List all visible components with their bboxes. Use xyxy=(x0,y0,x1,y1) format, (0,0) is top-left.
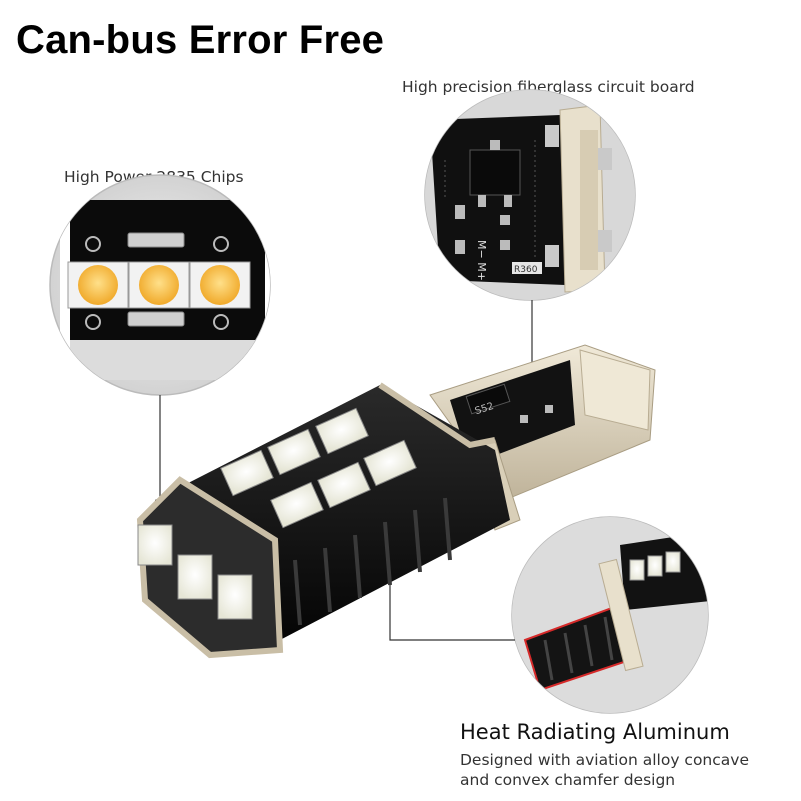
heatsink-description-line: and convex chamfer design xyxy=(460,771,676,789)
white-led-chip xyxy=(317,461,371,509)
heatsink-title: Heat Radiating Aluminum xyxy=(460,720,730,744)
heatsink-zoom-circle xyxy=(511,516,709,714)
white-led-chip xyxy=(315,407,369,455)
white-led-chip xyxy=(270,481,324,529)
heatsink-description-line: Designed with aviation alloy concave xyxy=(460,751,749,769)
warm-led-chip xyxy=(189,261,251,309)
white-led-chip xyxy=(217,574,253,620)
white-led-chip xyxy=(363,439,417,487)
warm-led-chip xyxy=(128,261,190,309)
white-led-chip xyxy=(137,524,173,566)
chips-zoom-circle xyxy=(49,174,271,396)
led-bulb: S52 xyxy=(136,344,656,659)
white-led-chip xyxy=(177,554,213,600)
headline: Can-bus Error Free xyxy=(16,18,385,62)
callout-board-label: High precision fiberglass circuit board xyxy=(402,78,695,96)
resistor-code: R360 xyxy=(514,265,538,275)
white-led-chip xyxy=(220,449,274,497)
white-led-chip xyxy=(267,428,321,476)
pcb-polarity-text: M− M+ xyxy=(475,240,488,281)
heatsink-description: Designed with aviation alloy concave and… xyxy=(460,750,790,790)
board-zoom-circle: M− M+ R360 xyxy=(424,89,636,301)
warm-led-chip xyxy=(67,261,129,309)
